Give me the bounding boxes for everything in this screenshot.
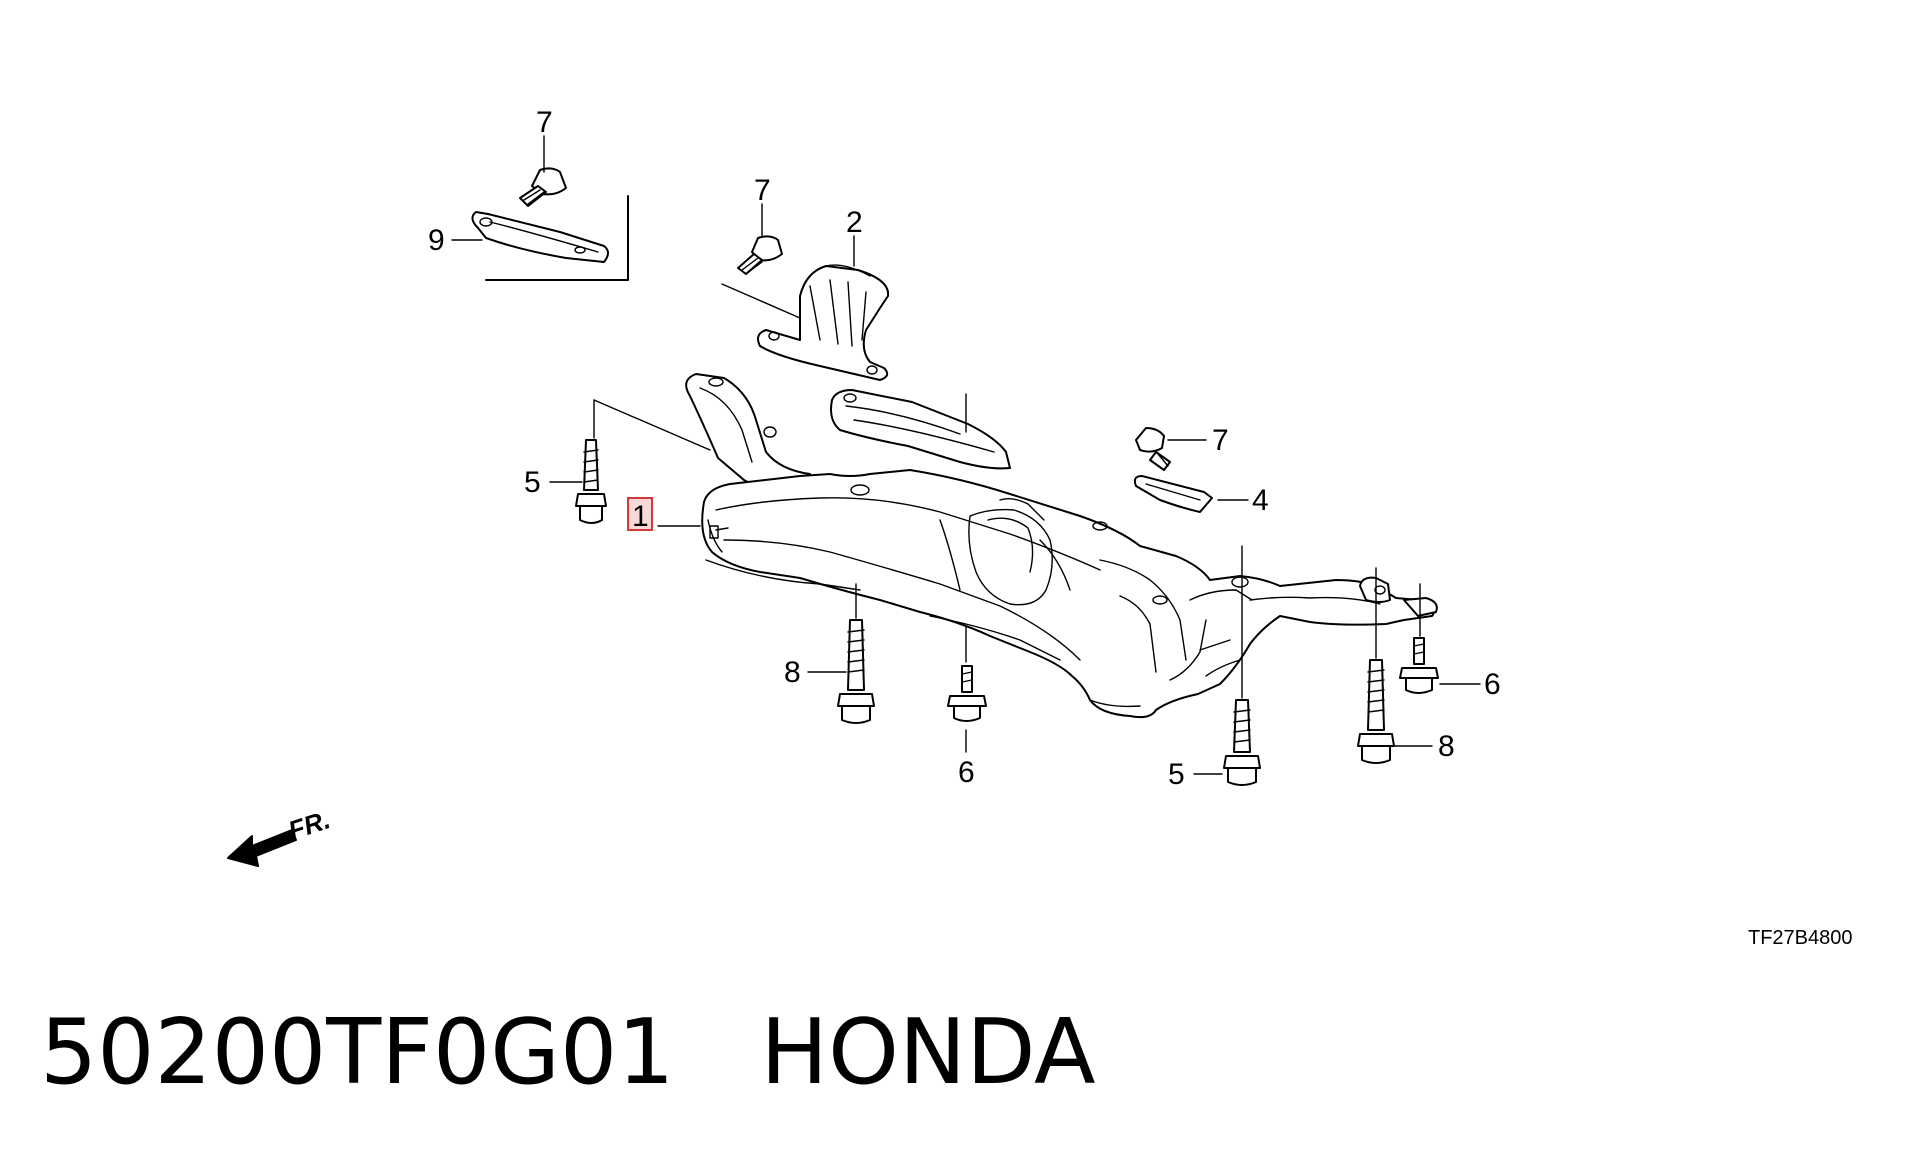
- callout-9[interactable]: 9: [428, 224, 445, 257]
- stay-bracket-part-4[interactable]: [1133, 475, 1213, 513]
- front-subframe-part-1[interactable]: [685, 373, 1438, 719]
- bolt-part-5-bottom[interactable]: [1223, 699, 1261, 786]
- callout-1[interactable]: 1: [632, 500, 649, 533]
- rear-bracket-part-9[interactable]: [471, 195, 629, 281]
- bolt-part-7-top[interactable]: [519, 167, 567, 207]
- callout-7-top[interactable]: 7: [536, 106, 553, 139]
- callout-5-bottom[interactable]: 5: [1168, 758, 1185, 791]
- part-title: 50200TF0G01 HONDA: [40, 1008, 1096, 1098]
- bolt-part-8-left[interactable]: [837, 619, 875, 724]
- callout-6-center[interactable]: 6: [958, 756, 975, 789]
- callout-1-highlight: [627, 497, 653, 531]
- bolt-part-7-right[interactable]: [1135, 427, 1171, 471]
- engine-mount-bracket-part-2[interactable]: [757, 264, 890, 381]
- callout-7-right[interactable]: 7: [1212, 424, 1229, 457]
- front-arrow-icon: [227, 829, 297, 867]
- callout-4[interactable]: 4: [1252, 484, 1269, 517]
- callout-8-left[interactable]: 8: [784, 656, 801, 689]
- bolt-part-6-center[interactable]: [947, 665, 987, 722]
- bolt-part-7-mid[interactable]: [737, 235, 783, 275]
- brand-name: HONDA: [760, 1000, 1096, 1105]
- part-number: 50200TF0G01: [40, 1000, 675, 1105]
- callout-8-right[interactable]: 8: [1438, 730, 1455, 763]
- leader-lines: [451, 135, 1481, 775]
- front-label: FR.: [285, 804, 334, 845]
- callout-7-mid[interactable]: 7: [754, 174, 771, 207]
- drawing-code: TF27B4800: [1748, 927, 1853, 949]
- callout-6-right[interactable]: 6: [1484, 668, 1501, 701]
- callout-labels: 7 9 7 2 7 4 5 1 8 6 5 8 6: [428, 106, 1501, 791]
- callout-5-left[interactable]: 5: [524, 466, 541, 499]
- front-direction-indicator: FR.: [227, 804, 334, 867]
- bolt-part-5-left[interactable]: [575, 439, 607, 524]
- callout-2[interactable]: 2: [846, 206, 863, 239]
- bolt-part-8-right[interactable]: [1357, 659, 1395, 764]
- title-separator: [675, 1000, 761, 1105]
- bolt-part-6-right[interactable]: [1399, 637, 1439, 694]
